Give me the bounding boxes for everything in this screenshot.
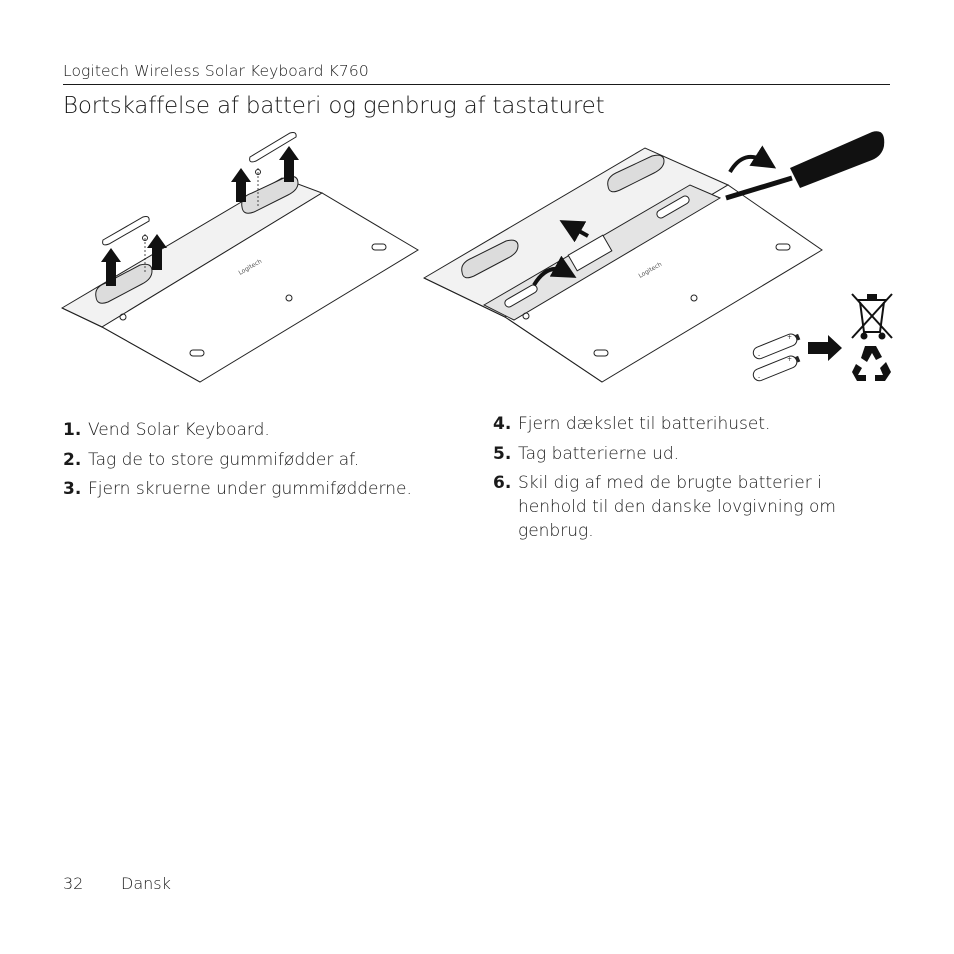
screw-icon xyxy=(255,168,261,206)
page-number: 32 xyxy=(63,874,84,893)
arrow-up-icon xyxy=(279,146,299,182)
header-divider xyxy=(63,84,890,85)
svg-text:+: + xyxy=(787,334,792,341)
list-item: 3.Fjern skruerne under gummifødderne. xyxy=(63,479,412,499)
header-title: Logitech Wireless Solar Keyboard K760 xyxy=(63,62,369,80)
steps-list-left: 1.Vend Solar Keyboard. 2.Tag de to store… xyxy=(63,418,463,507)
arrow-up-icon xyxy=(231,168,251,202)
rubber-foot-right xyxy=(249,132,297,163)
crossed-bin-icon xyxy=(851,293,893,340)
list-item: 1.Vend Solar Keyboard. xyxy=(63,420,270,440)
footer-language: Dansk xyxy=(121,874,171,893)
list-item: 5.Tag batterierne ud. xyxy=(493,443,680,464)
arrow-up-icon xyxy=(101,248,121,286)
battery-icon: + - xyxy=(752,355,801,382)
recycle-icon xyxy=(852,346,891,381)
list-item: 6.Skil dig af med de brugte batterier i … xyxy=(493,473,836,541)
keyboard-underside-right: Logitech xyxy=(422,145,823,383)
svg-text:-: - xyxy=(758,352,760,359)
battery-icon: + - xyxy=(752,333,801,360)
page-title: Bortskaffelse af batteri og genbrug af t… xyxy=(63,93,605,119)
svg-text:+: + xyxy=(787,356,792,363)
list-item: 2.Tag de to store gummifødder af. xyxy=(63,449,360,470)
arrow-up-icon xyxy=(147,234,167,270)
keyboard-underside-left: Logitech xyxy=(60,132,419,383)
arrow-left-icon xyxy=(559,220,589,243)
foot-recess-left xyxy=(95,263,153,304)
rubber-foot-left xyxy=(102,216,150,246)
arrow-right-icon xyxy=(808,335,842,361)
screwdriver-icon xyxy=(725,131,885,201)
screw-icon xyxy=(142,234,148,272)
arrow-curved-icon xyxy=(532,255,577,287)
battery-compartment xyxy=(482,184,722,321)
svg-text:-: - xyxy=(758,374,760,381)
foot-recess-right xyxy=(241,175,299,214)
steps-list-right: 4.Fjern dækslet til batterihuset. 5.Tag … xyxy=(493,412,853,549)
list-item: 4.Fjern dækslet til batterihuset. xyxy=(493,414,771,434)
arrow-curved-icon xyxy=(728,145,777,174)
